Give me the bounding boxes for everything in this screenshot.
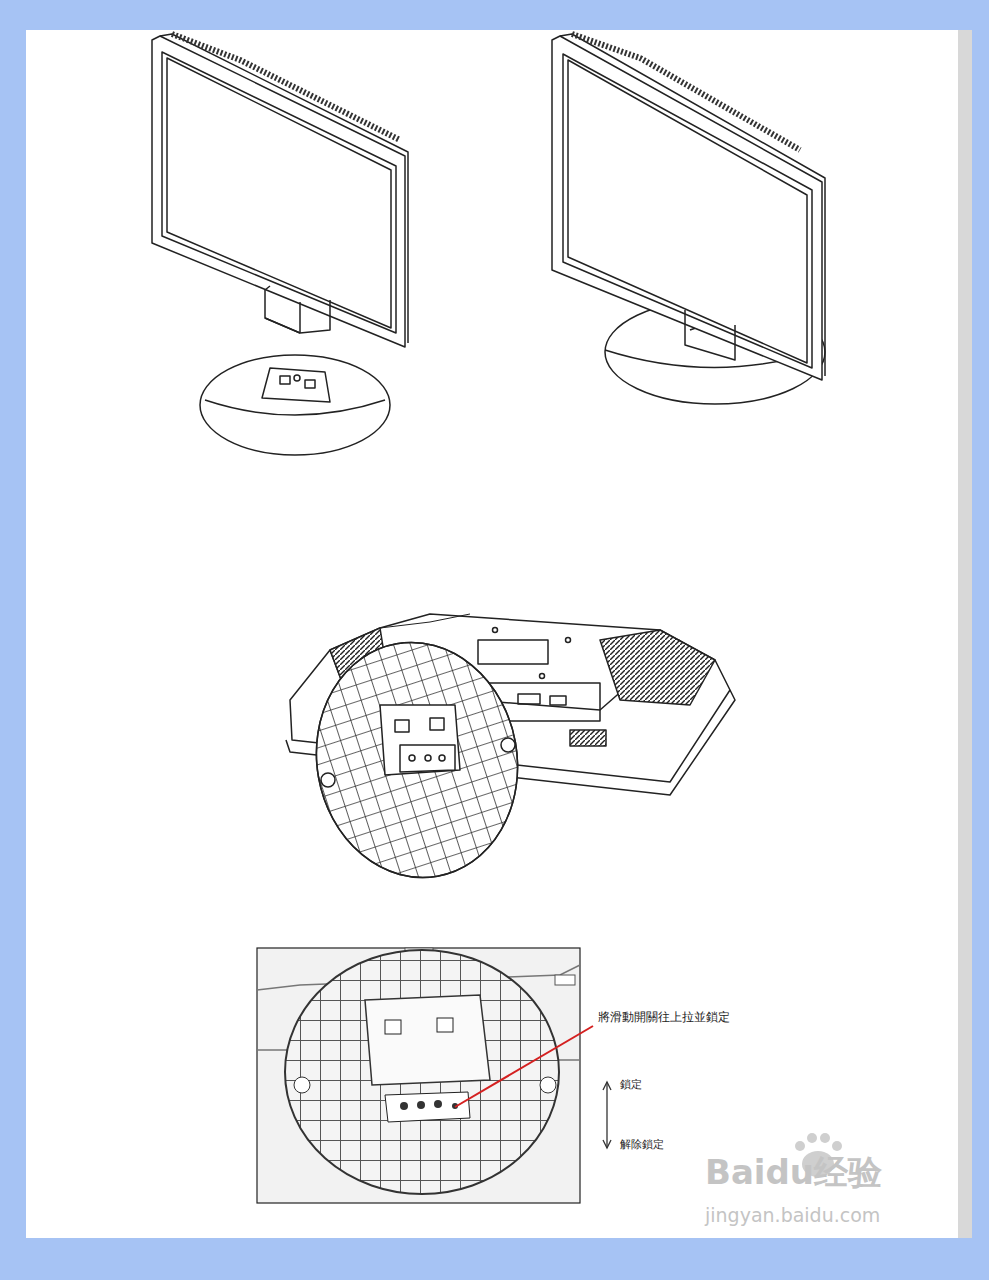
monitor-back-view	[286, 614, 735, 894]
lock-direction-arrow	[603, 1082, 611, 1148]
watermark-url: jingyan.baidu.com	[705, 1204, 880, 1226]
instruction-note: 將滑動開關往上拉並鎖定	[598, 1009, 730, 1026]
leader-line	[455, 1026, 593, 1107]
monitor-front-detached	[152, 34, 408, 455]
close-up-photo	[257, 948, 580, 1203]
watermark: Baidu经验	[705, 1150, 882, 1196]
monitor-front-assembled	[552, 34, 825, 404]
unlock-label: 解除鎖定	[620, 1137, 664, 1152]
page	[26, 30, 972, 1238]
lock-label: 鎖定	[620, 1077, 642, 1092]
scroll-strip	[958, 30, 972, 1238]
